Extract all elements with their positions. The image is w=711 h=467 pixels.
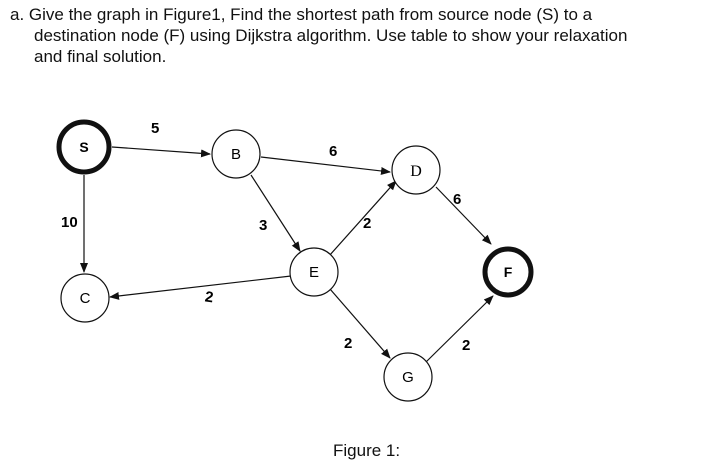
question-line-3: and final solution. [34,47,167,66]
edge-weight-e-d: 2 [363,215,371,232]
node-d-label: D [410,163,422,180]
figure-caption: Figure 1: [333,441,401,460]
edge-weight-b-d: 6 [329,143,337,160]
node-f-label: F [504,264,513,280]
edge-d-f [435,186,492,245]
node-d: D [391,145,441,195]
edge-weight-g-f: 2 [462,337,470,354]
node-g-label: G [402,369,414,386]
edge-weight-e-g: 2 [344,335,352,352]
node-b: B [211,129,261,179]
edge-weight-s-b: 5 [151,120,159,137]
edge-e-c [109,275,292,300]
node-b-label: B [231,146,241,163]
node-e: E [289,247,339,297]
edge-e-d [328,180,397,257]
edge-weight-s-c: 10 [61,214,78,231]
edge-weight-d-f: 6 [453,191,461,208]
question-line-1: a. Give the graph in Figure1, Find the s… [10,5,593,24]
node-f: F [482,246,534,298]
edge-g-f [425,295,494,363]
node-e-label: E [309,264,319,281]
edge-b-e [250,174,301,252]
edge-b-d [260,156,391,175]
question-line-2: destination node (F) using Dijkstra algo… [34,26,628,45]
node-c: C [60,273,110,323]
node-s: S [56,119,112,175]
edge-s-b [111,146,211,158]
question-text: a. Give the graph in Figure1, Find the s… [10,4,705,67]
edge-e-g [329,288,391,359]
edge-weight-e-c: 2 [204,288,215,306]
edge-weight-b-e: 3 [259,217,267,234]
node-s-label: S [79,139,88,155]
node-g: G [383,352,433,402]
node-c-label: C [80,290,91,307]
